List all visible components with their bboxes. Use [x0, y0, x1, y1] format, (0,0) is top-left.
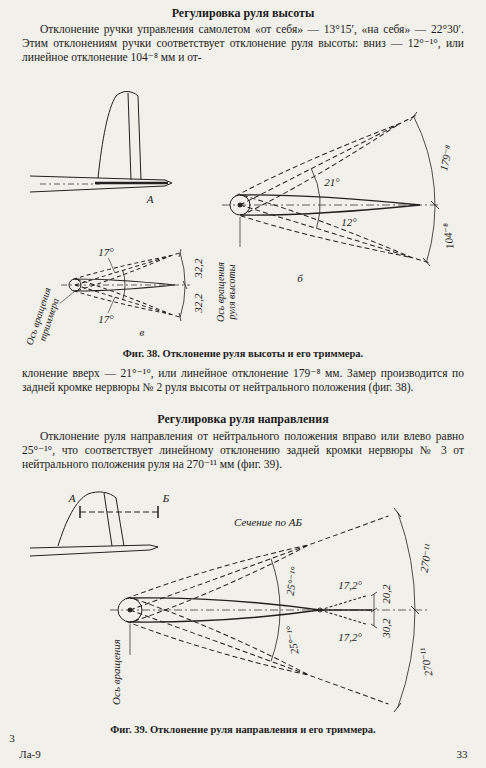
angle-dimension: 17°: [97, 246, 114, 258]
page-mark: Ла-9: [19, 748, 41, 760]
tail-view: [30, 92, 172, 193]
linear-dimension: 20,2: [380, 583, 392, 604]
angle-dimension: 17°: [97, 313, 114, 325]
body-paragraph: Отклонение ручки управления самолетом «о…: [22, 22, 464, 64]
linear-dimension: 104⁻⁸: [440, 221, 456, 251]
body-paragraph: клонение вверх — 21°⁻¹°, или линейное от…: [22, 366, 464, 394]
body-paragraph: Отклонение руля направления от нейтральн…: [22, 429, 464, 471]
linear-dimension: 32,2: [192, 257, 204, 278]
linear-dimension: 270⁻¹¹: [417, 646, 434, 679]
angle-dimension: 21°: [323, 176, 340, 188]
view-letter: в: [139, 326, 146, 338]
angle-dimension: 17,2°: [337, 631, 363, 643]
linear-dimension: 270⁻¹¹: [417, 542, 434, 575]
angle-dimension: 12°: [340, 216, 357, 228]
page-number: 33: [457, 748, 468, 760]
linear-dimension: 32,2: [192, 292, 204, 313]
angle-dimension: 25°⁻¹°: [283, 565, 300, 598]
axis-label: Ось вращения руля высоты: [216, 252, 237, 332]
section-letter: Б: [162, 492, 171, 504]
figure-caption: Фиг. 39. Отклонение руля направления и е…: [22, 724, 464, 736]
section-heading: Регулировка руля высоты: [22, 7, 464, 20]
linear-dimension: 30,2: [380, 617, 392, 638]
angle-dimension: 25°⁻¹°: [283, 624, 300, 657]
linear-dimension: 179⁻⁸: [437, 143, 455, 173]
trimmer-section: [53, 247, 190, 324]
section-label: Сечение по АБ: [233, 516, 303, 528]
angle-dimension: 17,2°: [337, 579, 363, 591]
view-letter: А: [146, 193, 155, 205]
section-letter: А: [68, 492, 77, 504]
page-mark: 3: [9, 732, 15, 744]
rudder-section: [110, 505, 430, 716]
figure-caption: Фиг. 38. Отклонение руля высоты и его тр…: [22, 348, 464, 360]
fin-view: [30, 492, 158, 556]
view-letter: б: [296, 272, 304, 284]
section-heading: Регулировка руля направления: [22, 413, 464, 426]
axis-label: Ось вращения триммера: [24, 283, 64, 352]
axis-label: Ось вращения: [110, 638, 122, 706]
elevator-section: [222, 105, 440, 273]
